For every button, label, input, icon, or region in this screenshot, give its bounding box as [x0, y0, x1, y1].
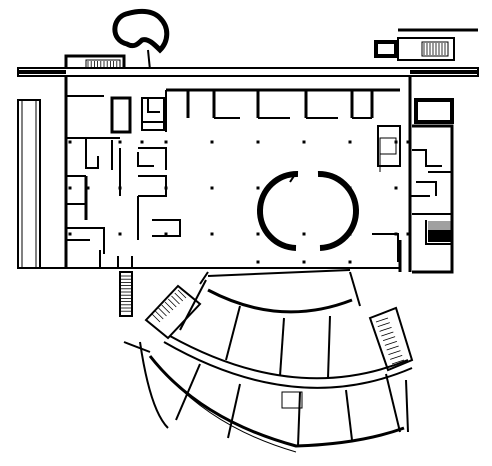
column: [394, 140, 398, 144]
wing-stair-east-treads: [375, 317, 405, 365]
stair-south-west-treads: [121, 275, 131, 312]
column: [256, 232, 260, 236]
column: [164, 186, 168, 190]
column: [406, 140, 410, 144]
main-hall-outline: [40, 76, 412, 272]
column: [118, 232, 122, 236]
stair-tread: [164, 301, 174, 311]
stair-tread: [161, 304, 171, 314]
wing-stair-east: [368, 306, 414, 372]
stair-tread: [375, 317, 389, 323]
kidney-pavilion: [112, 8, 170, 54]
stair-tread: [377, 322, 390, 328]
column: [348, 186, 352, 190]
column: [68, 232, 72, 236]
stair-tread: [381, 331, 394, 337]
column: [302, 232, 306, 236]
stair-tread: [382, 336, 396, 342]
wing-entry-line: [123, 341, 151, 353]
column: [118, 140, 122, 144]
column: [164, 140, 168, 144]
column: [256, 260, 260, 264]
left-glazed-strip: [17, 99, 41, 269]
stair-tread: [174, 292, 184, 302]
stair-tread: [151, 313, 161, 323]
stair-tread: [167, 298, 177, 308]
column: [394, 186, 398, 190]
west-service-rooms: [66, 95, 181, 268]
column: [68, 186, 72, 190]
column: [118, 186, 122, 190]
stair-tread: [177, 289, 187, 299]
stair-tread: [158, 307, 167, 317]
stair-tread: [379, 326, 392, 332]
stair-tread: [386, 345, 399, 351]
central-circular-room: [257, 170, 359, 251]
north-room-row: [165, 88, 400, 132]
column: [256, 140, 260, 144]
east-stair-hatch: [428, 230, 452, 242]
column-grid: [68, 140, 410, 264]
east-hatch-lines: [428, 221, 452, 231]
stair-tread: [388, 350, 401, 356]
stair-top-right-treads: [423, 43, 446, 55]
column: [348, 140, 352, 144]
wing-entry-line-2: [405, 379, 409, 433]
column: [140, 140, 144, 144]
column: [68, 140, 72, 144]
stair-tread: [390, 354, 403, 360]
column: [86, 186, 90, 190]
curved-wing: [139, 269, 413, 453]
column: [348, 260, 352, 264]
stair-tread: [154, 310, 164, 320]
kidney-stem: [147, 49, 151, 71]
column: [164, 232, 168, 236]
column: [210, 186, 214, 190]
top-right-block: [374, 28, 478, 61]
column: [210, 140, 214, 144]
column: [210, 232, 214, 236]
column: [394, 232, 398, 236]
stair-south-west: [119, 271, 133, 317]
column: [348, 232, 352, 236]
stair-tread: [171, 295, 180, 305]
top-wall-band: [17, 67, 479, 77]
column: [256, 186, 260, 190]
column: [406, 232, 410, 236]
column: [302, 260, 306, 264]
east-service-rooms: [372, 98, 454, 274]
stair-tread: [391, 359, 405, 365]
column: [302, 140, 306, 144]
wing-stair-west: [144, 284, 202, 340]
wing-stair-west-treads: [151, 289, 187, 323]
stair-tread: [384, 340, 398, 346]
